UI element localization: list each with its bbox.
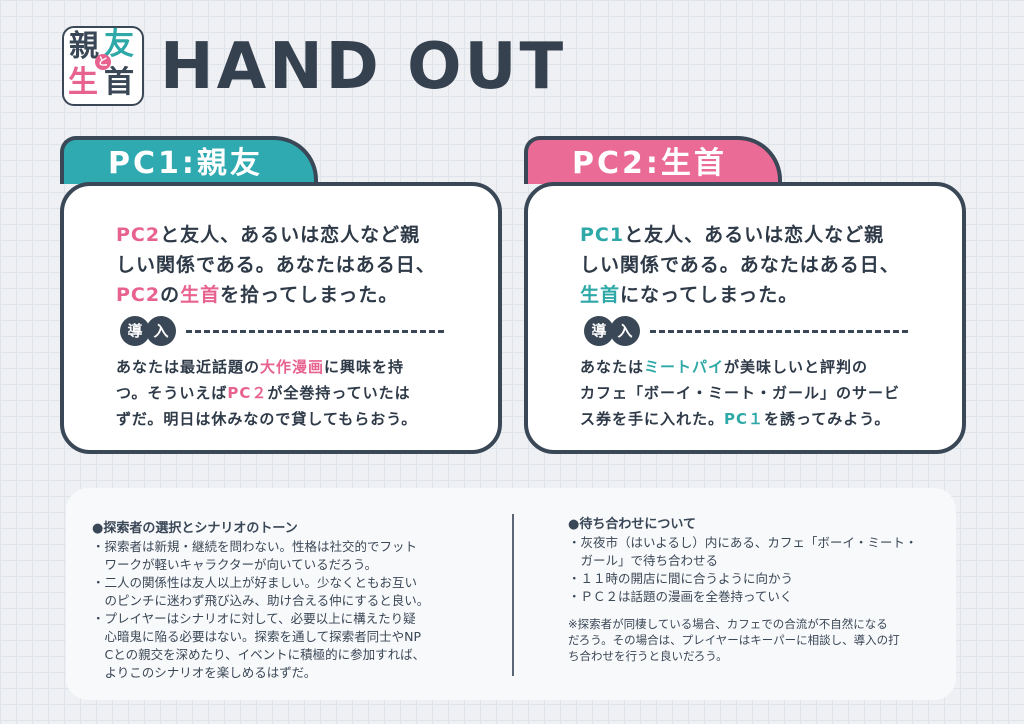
pc1-body-text: あなたは最近話題の — [116, 358, 261, 376]
pc2-body-text: カフェ「ボーイ・ミート・ガール」のサービ — [580, 384, 901, 402]
note-line: ・探索者は新規・継続を問わない。性格は社交的でフット — [92, 539, 418, 554]
caution-note: ※探索者が同棲している場合、カフェでの合流が不自然になる — [568, 617, 888, 631]
pc1-body-text: ずだ。明日は休みなので貸してもらおう。 — [116, 410, 418, 428]
pc2-card: PC1と友人、あるいは恋人など親 しい関係である。あなたはある日、 生首になって… — [524, 182, 966, 454]
pc1-lead-highlight: PC2 — [116, 284, 161, 306]
notes-right-column: ●待ち合わせについて ・灰夜市（はいよるし）内にある、カフェ「ボーイ・ミート・ … — [568, 516, 948, 664]
notes-left-column: ●探索者の選択とシナリオのトーン ・探索者は新規・継続を問わない。性格は社交的で… — [92, 520, 482, 682]
note-line: ・１１時の開店に間に合うように向かう — [568, 571, 794, 586]
page-title: HAND OUT — [160, 30, 567, 104]
logo-to-badge: と — [95, 54, 111, 70]
pc2-lead-text: と友人、あるいは恋人など親 — [624, 224, 885, 246]
column-divider — [512, 514, 514, 676]
pc2-intro-body: あなたはミートパイが美味しいと評判の カフェ「ボーイ・ミート・ガール」のサービ … — [580, 354, 900, 432]
pc2-lead: PC1と友人、あるいは恋人など親 しい関係である。あなたはある日、 生首になって… — [580, 220, 900, 310]
section-heading: ●探索者の選択とシナリオのトーン — [92, 521, 298, 536]
intro-badge: 入 — [610, 316, 640, 346]
note-line: Cとの親交を深めたり、イベントに積極的に参加すれば、 — [92, 647, 426, 662]
pc2-lead-highlight: PC1 — [580, 224, 625, 246]
pc1-intro-body: あなたは最近話題の大作漫画に興味を持 つ。そういえばPC２が全巻持っていたは ず… — [116, 354, 417, 432]
pc1-card: PC2と友人、あるいは恋人など親 しい関係である。あなたはある日、 PC2の生首… — [60, 182, 502, 454]
pc1-lead-text: しい関係である。あなたはある日、 — [116, 254, 436, 276]
note-line: ・ＰＣ２は話題の漫画を全巻持っていく — [568, 589, 793, 604]
logo: 親 友 生 首 と — [62, 26, 144, 106]
intro-badge: 入 — [146, 316, 176, 346]
dashed-divider — [650, 329, 908, 333]
pc1-body-text: が全巻持っていたは — [267, 384, 411, 402]
logo-char: 友 — [104, 27, 134, 62]
pc1-lead-text: の — [160, 284, 181, 306]
pc2-lead-highlight: 生首 — [580, 284, 621, 306]
note-line: ・二人の関係性は友人以上が好ましい。少なくともお互い — [92, 575, 418, 590]
logo-char: 首 — [104, 65, 134, 100]
pc2-lead-text: になってしまった。 — [620, 284, 799, 306]
note-line: ・灰夜市（はいよるし）内にある、カフェ「ボーイ・ミート・ — [568, 535, 918, 550]
intro-badge: 導 — [584, 316, 614, 346]
pc2-lead-text: しい関係である。あなたはある日、 — [580, 254, 900, 276]
pc1-tab: PC1:親友 — [60, 136, 318, 184]
caution-note: ち合わせを行うと良いだろう。 — [568, 649, 728, 663]
pc2-body-text: が美味しいと評判の — [724, 358, 869, 376]
pc2-body-highlight: PC１ — [724, 410, 765, 428]
pc2-body-text: あなたは — [580, 358, 645, 376]
pc1-lead-text: と友人、あるいは恋人など親 — [160, 224, 421, 246]
logo-char: 親 — [69, 29, 99, 64]
pc1-body-text: つ。そういえば — [116, 384, 228, 402]
pc1-lead-highlight: PC2 — [116, 224, 161, 246]
pc2-tab: PC2:生首 — [524, 136, 782, 184]
pc2-body-text: を誘ってみよう。 — [764, 410, 891, 428]
pc1-intro-marker: 導 入 — [120, 316, 444, 346]
section-heading: ●待ち合わせについて — [568, 517, 696, 532]
pc1-lead-text: を拾ってしまった。 — [220, 284, 399, 306]
note-line: ワークが軽いキャラクターが向いているだろう。 — [92, 557, 378, 572]
pc1-body-highlight: PC２ — [227, 384, 268, 402]
note-line: よりこのシナリオを楽しめるはずだ。 — [92, 665, 317, 680]
logo-char: 生 — [68, 65, 98, 100]
pc2-body-highlight: ミートパイ — [644, 358, 725, 376]
pc2-intro-marker: 導 入 — [584, 316, 908, 346]
note-line: 心暗鬼に陥る必要はない。探索を通して探索者同士やNP — [92, 629, 422, 644]
pc1-body-text: に興味を持 — [324, 358, 405, 376]
note-line: ガール」で待ち合わせる — [568, 553, 719, 568]
intro-badge: 導 — [120, 316, 150, 346]
pc1-lead: PC2と友人、あるいは恋人など親 しい関係である。あなたはある日、 PC2の生首… — [116, 220, 436, 310]
note-line: ・プレイヤーはシナリオに対して、必要以上に構えたり疑 — [92, 611, 416, 626]
caution-note: だろう。その場合は、プレイヤーはキーパーに相談し、導入の打 — [568, 633, 900, 647]
pc2-body-text: ス券を手に入れた。 — [580, 410, 725, 428]
pc1-body-highlight: 大作漫画 — [260, 358, 325, 376]
pc1-lead-highlight: 生首 — [180, 284, 221, 306]
note-line: のピンチに迷わず飛び込み、助け合える仲にすると良い。 — [92, 593, 430, 608]
notes-panel — [66, 488, 956, 700]
dashed-divider — [186, 329, 444, 333]
